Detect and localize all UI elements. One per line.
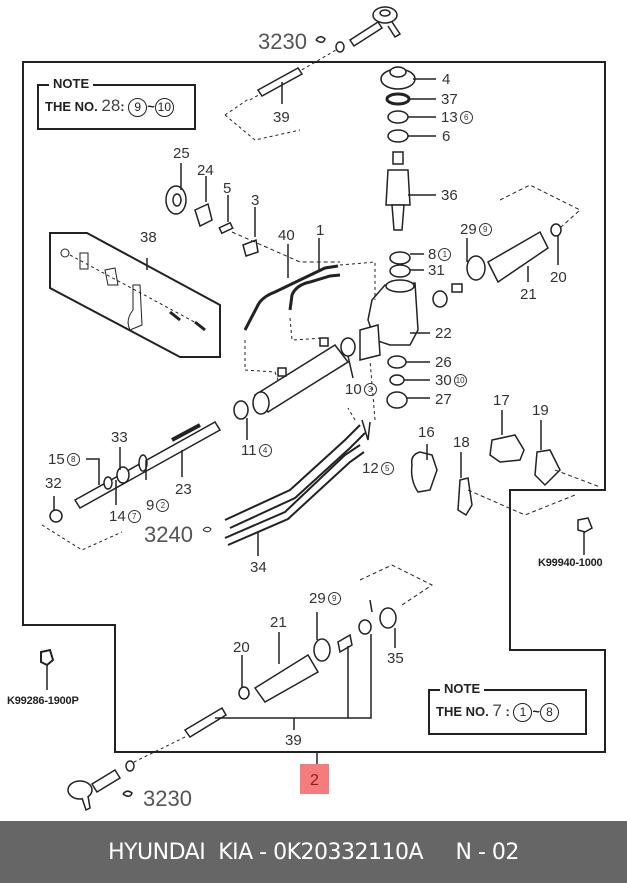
callout-32: 32 <box>45 475 62 492</box>
note-title: NOTE <box>440 681 485 696</box>
boot-assembly-bottom <box>183 599 397 739</box>
callout-36: 36 <box>441 187 458 204</box>
boot-assembly-top <box>432 223 562 308</box>
footer-separator: - <box>252 839 274 865</box>
rack-23 <box>49 420 222 523</box>
callout-18: 18 <box>453 434 470 451</box>
footer-gap <box>423 840 455 865</box>
mount-brackets <box>410 434 561 517</box>
callout-27: 27 <box>435 391 452 408</box>
part-number-footer: HYUNDAI KIA - 0K20332110A N - 02 <box>0 821 627 883</box>
callout-23: 23 <box>175 481 192 498</box>
callout-39-top: 39 <box>273 109 290 126</box>
callout-38: 38 <box>140 229 157 246</box>
callout-19: 19 <box>532 402 549 419</box>
power-cylinder <box>233 337 356 420</box>
callout-6: 6 <box>442 128 451 145</box>
callout-k99286-1900p: K99286-1900P <box>7 695 79 707</box>
bolt-k99286 <box>40 648 55 667</box>
callout-3230-bottom: 3230 <box>143 786 192 811</box>
pipes-40-1 <box>243 264 341 331</box>
callout-17: 17 <box>493 392 510 409</box>
callout-21-bottom: 21 <box>270 614 287 631</box>
callout-40: 40 <box>278 227 295 244</box>
diagram-artwork <box>22 6 606 812</box>
callout-26: 26 <box>435 354 452 371</box>
callout-22: 22 <box>435 325 452 342</box>
callout-20-bottom: 20 <box>233 639 250 656</box>
tie-rod-end-bottom <box>67 760 135 812</box>
footer-brand: HYUNDAI KIA <box>108 839 253 865</box>
callout-35: 35 <box>387 650 404 667</box>
callout-3230-top: 3230 <box>258 29 307 54</box>
note-body: THE NO. 28: 9~10 <box>45 96 174 118</box>
footer-part-number: 0K20332110A <box>273 839 424 865</box>
callout-5: 5 <box>223 180 232 197</box>
callout-21-top: 21 <box>520 286 537 303</box>
bracket-kit-38 <box>49 232 221 358</box>
callout-4: 4 <box>442 71 451 88</box>
assembly-frame <box>22 61 606 753</box>
note-title: NOTE <box>49 76 94 91</box>
seal-stack-lower <box>386 355 408 409</box>
rod-end-39-top <box>256 67 304 97</box>
callout-31: 31 <box>428 262 445 279</box>
pinion-stack <box>380 66 416 278</box>
callout-3: 3 <box>251 192 260 209</box>
note-box-top: NOTE THE NO. 28: 9~10 <box>37 76 196 130</box>
note-body: THE NO. 7 : 1~8 <box>436 701 560 723</box>
callout-k99940-1000: K99940-1000 <box>538 557 603 569</box>
adjuster-parts <box>165 185 259 257</box>
callout-1: 1 <box>316 222 325 239</box>
callout-39-bottom: 39 <box>285 732 302 749</box>
highlighted-callout-2[interactable]: 2 <box>300 764 329 794</box>
callout-3240: 3240 <box>144 522 193 547</box>
callout-24: 24 <box>197 162 214 179</box>
callout-25: 25 <box>173 145 190 162</box>
callout-20-top: 20 <box>550 269 567 286</box>
tie-rod-end-top <box>315 6 402 53</box>
nut-k99940 <box>577 517 593 533</box>
callout-34: 34 <box>250 559 267 576</box>
gear-housing-22 <box>359 279 419 361</box>
note-box-bottom: NOTE THE NO. 7 : 1~8 <box>428 681 587 735</box>
footer-page-ref: N - 02 <box>455 839 520 865</box>
callout-37: 37 <box>441 91 458 108</box>
callout-16: 16 <box>418 424 435 441</box>
callout-33: 33 <box>111 429 128 446</box>
